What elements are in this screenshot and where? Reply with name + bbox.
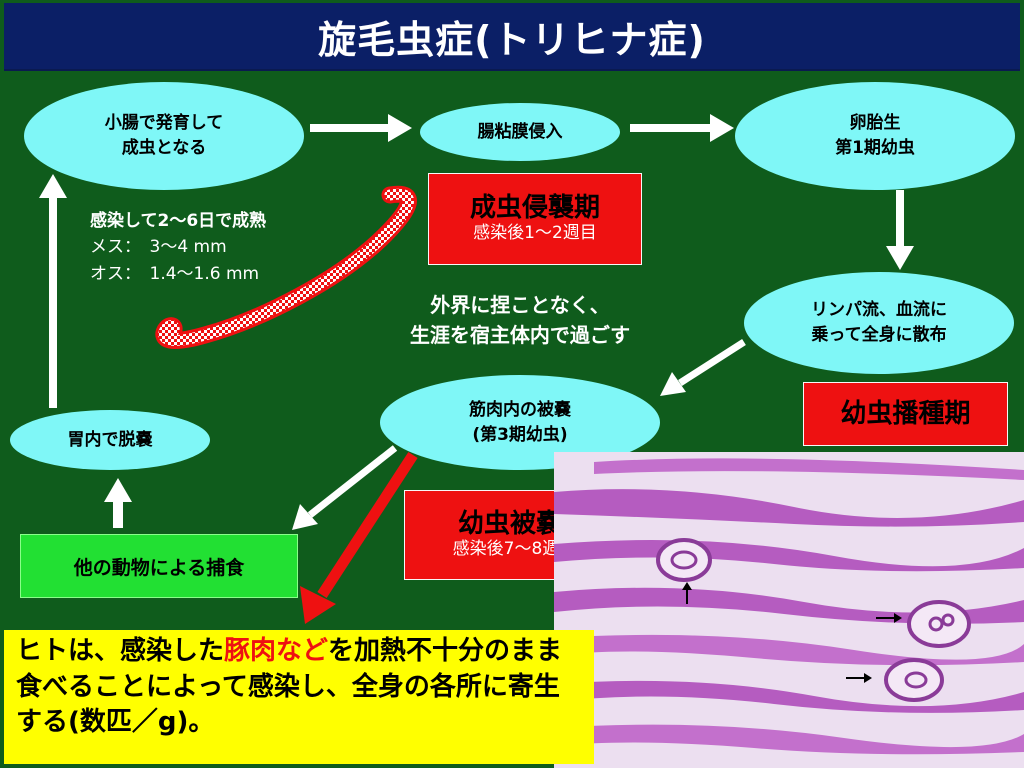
- stage-adult-invasion: 成虫侵襲期 感染後1～2週目: [428, 173, 642, 265]
- arrow-encyst-to-predation: [292, 445, 398, 530]
- stage-adult-invasion-title: 成虫侵襲期: [469, 192, 600, 223]
- arrow-lymph-to-encyst: [660, 339, 746, 396]
- node-excyst: 胃内で脱嚢: [10, 410, 210, 470]
- node-encyst-line2: (第3期幼虫): [472, 424, 568, 445]
- node-adult-line1: 小腸で発育して: [104, 113, 224, 134]
- node-first-stage-larva: 卵胎生 第1期幼虫: [735, 82, 1015, 190]
- human-note-highlight: 豚肉など: [224, 636, 329, 666]
- muscle-histology-image: [554, 452, 1024, 768]
- node-excyst-label: 胃内で脱嚢: [67, 429, 153, 450]
- maturation-line1: 感染して2～6日で成熟: [90, 211, 267, 231]
- arrow-larva1-to-lymph: [886, 190, 914, 270]
- human-note-pre: ヒトは、感染した: [16, 636, 225, 666]
- node-lymph: リンパ流、血流に 乗って全身に散布: [744, 272, 1014, 374]
- center-note: 外界に捏ことなく、 生涯を宿主体内で過ごす: [360, 290, 680, 350]
- node-lymph-line1: リンパ流、血流に: [811, 300, 947, 321]
- page-title: 旋毛虫症(トリヒナ症): [318, 17, 706, 62]
- arrow-encyst-to-human: [300, 452, 418, 624]
- human-note-post: を加熱不十分のまま食べることによって感染し、全身の各所に寄生する(数匹／g)。: [16, 636, 563, 738]
- node-adult-line2: 成虫となる: [121, 138, 207, 158]
- maturation-female: メス： 3～4 mm: [90, 237, 227, 258]
- stage-larva-dissemination: 幼虫播種期: [803, 382, 1008, 446]
- node-encyst-line1: 筋肉内の被嚢: [469, 399, 571, 420]
- arrow-predation-to-excyst: [104, 478, 132, 528]
- node-predation-label: 他の動物による捕食: [73, 556, 245, 579]
- title-bar: 旋毛虫症(トリヒナ症): [4, 3, 1020, 71]
- center-note-line2: 生涯を宿主体内で過ごす: [409, 323, 631, 347]
- stage-larva-dissemination-title: 幼虫播種期: [840, 398, 971, 429]
- node-larva1-line1: 卵胎生: [849, 113, 901, 134]
- arrow-mucosa-to-larva1: [630, 114, 734, 142]
- human-infection-note: ヒトは、感染した豚肉などを加熱不十分のまま食べることによって感染し、全身の各所に…: [4, 630, 594, 764]
- node-lymph-line2: 乗って全身に散布: [811, 325, 947, 345]
- center-note-line1: 外界に捏ことなく、: [430, 293, 610, 317]
- stage-adult-invasion-sub: 感染後1～2週目: [473, 223, 597, 244]
- node-mucosa-label: 腸粘膜侵入: [477, 121, 563, 142]
- maturation-male: オス： 1.4～1.6 mm: [90, 263, 260, 284]
- worm-illustration: [155, 185, 417, 349]
- node-mucosa: 腸粘膜侵入: [420, 103, 620, 161]
- node-larva1-line2: 第1期幼虫: [835, 138, 915, 158]
- node-adult-worm: 小腸で発育して 成虫となる: [24, 82, 304, 190]
- node-predation: 他の動物による捕食: [20, 534, 298, 598]
- arrow-excyst-to-adult: [39, 174, 67, 408]
- arrow-adult-to-mucosa: [310, 114, 412, 142]
- maturation-note: 感染して2～6日で成熟 メス： 3～4 mm オス： 1.4～1.6 mm: [90, 208, 266, 287]
